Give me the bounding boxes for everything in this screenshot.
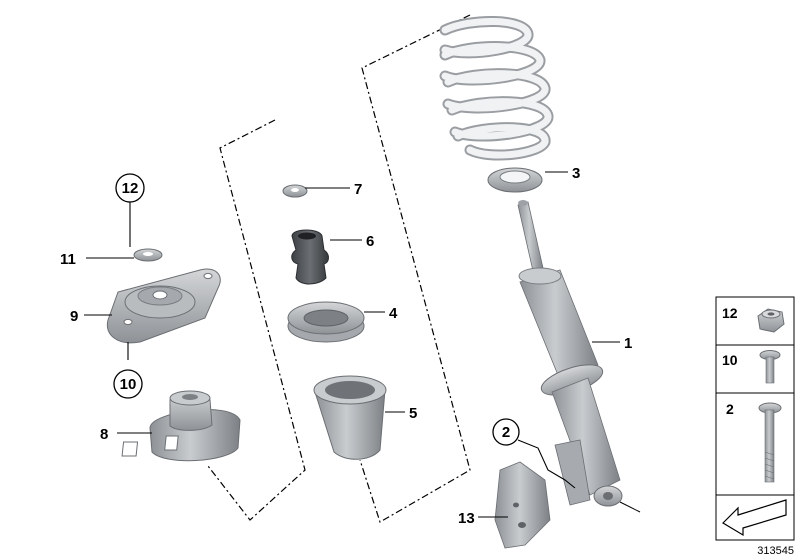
legend-label-12: 12 (722, 305, 738, 321)
washer-part-11 (133, 248, 163, 262)
callout-7: 7 (354, 181, 362, 198)
leader-lines (84, 171, 620, 518)
shock-absorber-part-1 (517, 200, 641, 513)
callout-2: 2 (502, 424, 510, 441)
short-bolt-icon (759, 350, 781, 384)
bump-stop-part-6 (291, 229, 329, 285)
callout-circle-10 (113, 369, 143, 399)
legend-label-10: 10 (722, 352, 738, 368)
nut-icon (757, 308, 785, 333)
callout-9: 9 (70, 308, 78, 325)
bracket-part-13 (494, 461, 551, 549)
callout-10: 10 (120, 376, 137, 393)
callout-1: 1 (624, 335, 632, 352)
callout-labels: 1 3 4 5 6 7 8 9 11 13 2 12 10 (60, 165, 632, 527)
callout-6: 6 (366, 233, 374, 250)
fastener-legend: 12 10 2 (715, 296, 795, 541)
long-bolt-icon (758, 402, 782, 483)
support-bearing-part-4 (287, 301, 365, 343)
callout-3: 3 (572, 165, 580, 182)
coil-spring (439, 16, 554, 161)
reference-number: 313545 (757, 545, 794, 557)
spring-seat-part-3 (487, 167, 543, 193)
callout-8: 8 (100, 426, 108, 443)
group-bracket-left (207, 119, 306, 521)
callout-5: 5 (409, 405, 417, 422)
callout-12: 12 (122, 180, 139, 197)
washer-part-7 (282, 184, 308, 198)
mount-lower-part-8 (121, 390, 241, 462)
strut-mount-part-9 (106, 268, 221, 344)
callout-13: 13 (458, 510, 475, 527)
callout-circle-2 (492, 418, 520, 446)
direction-arrow-icon (722, 499, 787, 537)
callout-11: 11 (60, 251, 76, 268)
dust-boot-part-5 (313, 375, 387, 460)
legend-label-2: 2 (726, 401, 734, 417)
group-bracket-right (359, 14, 471, 523)
callout-circle-12 (115, 173, 145, 203)
callout-4: 4 (389, 305, 398, 322)
